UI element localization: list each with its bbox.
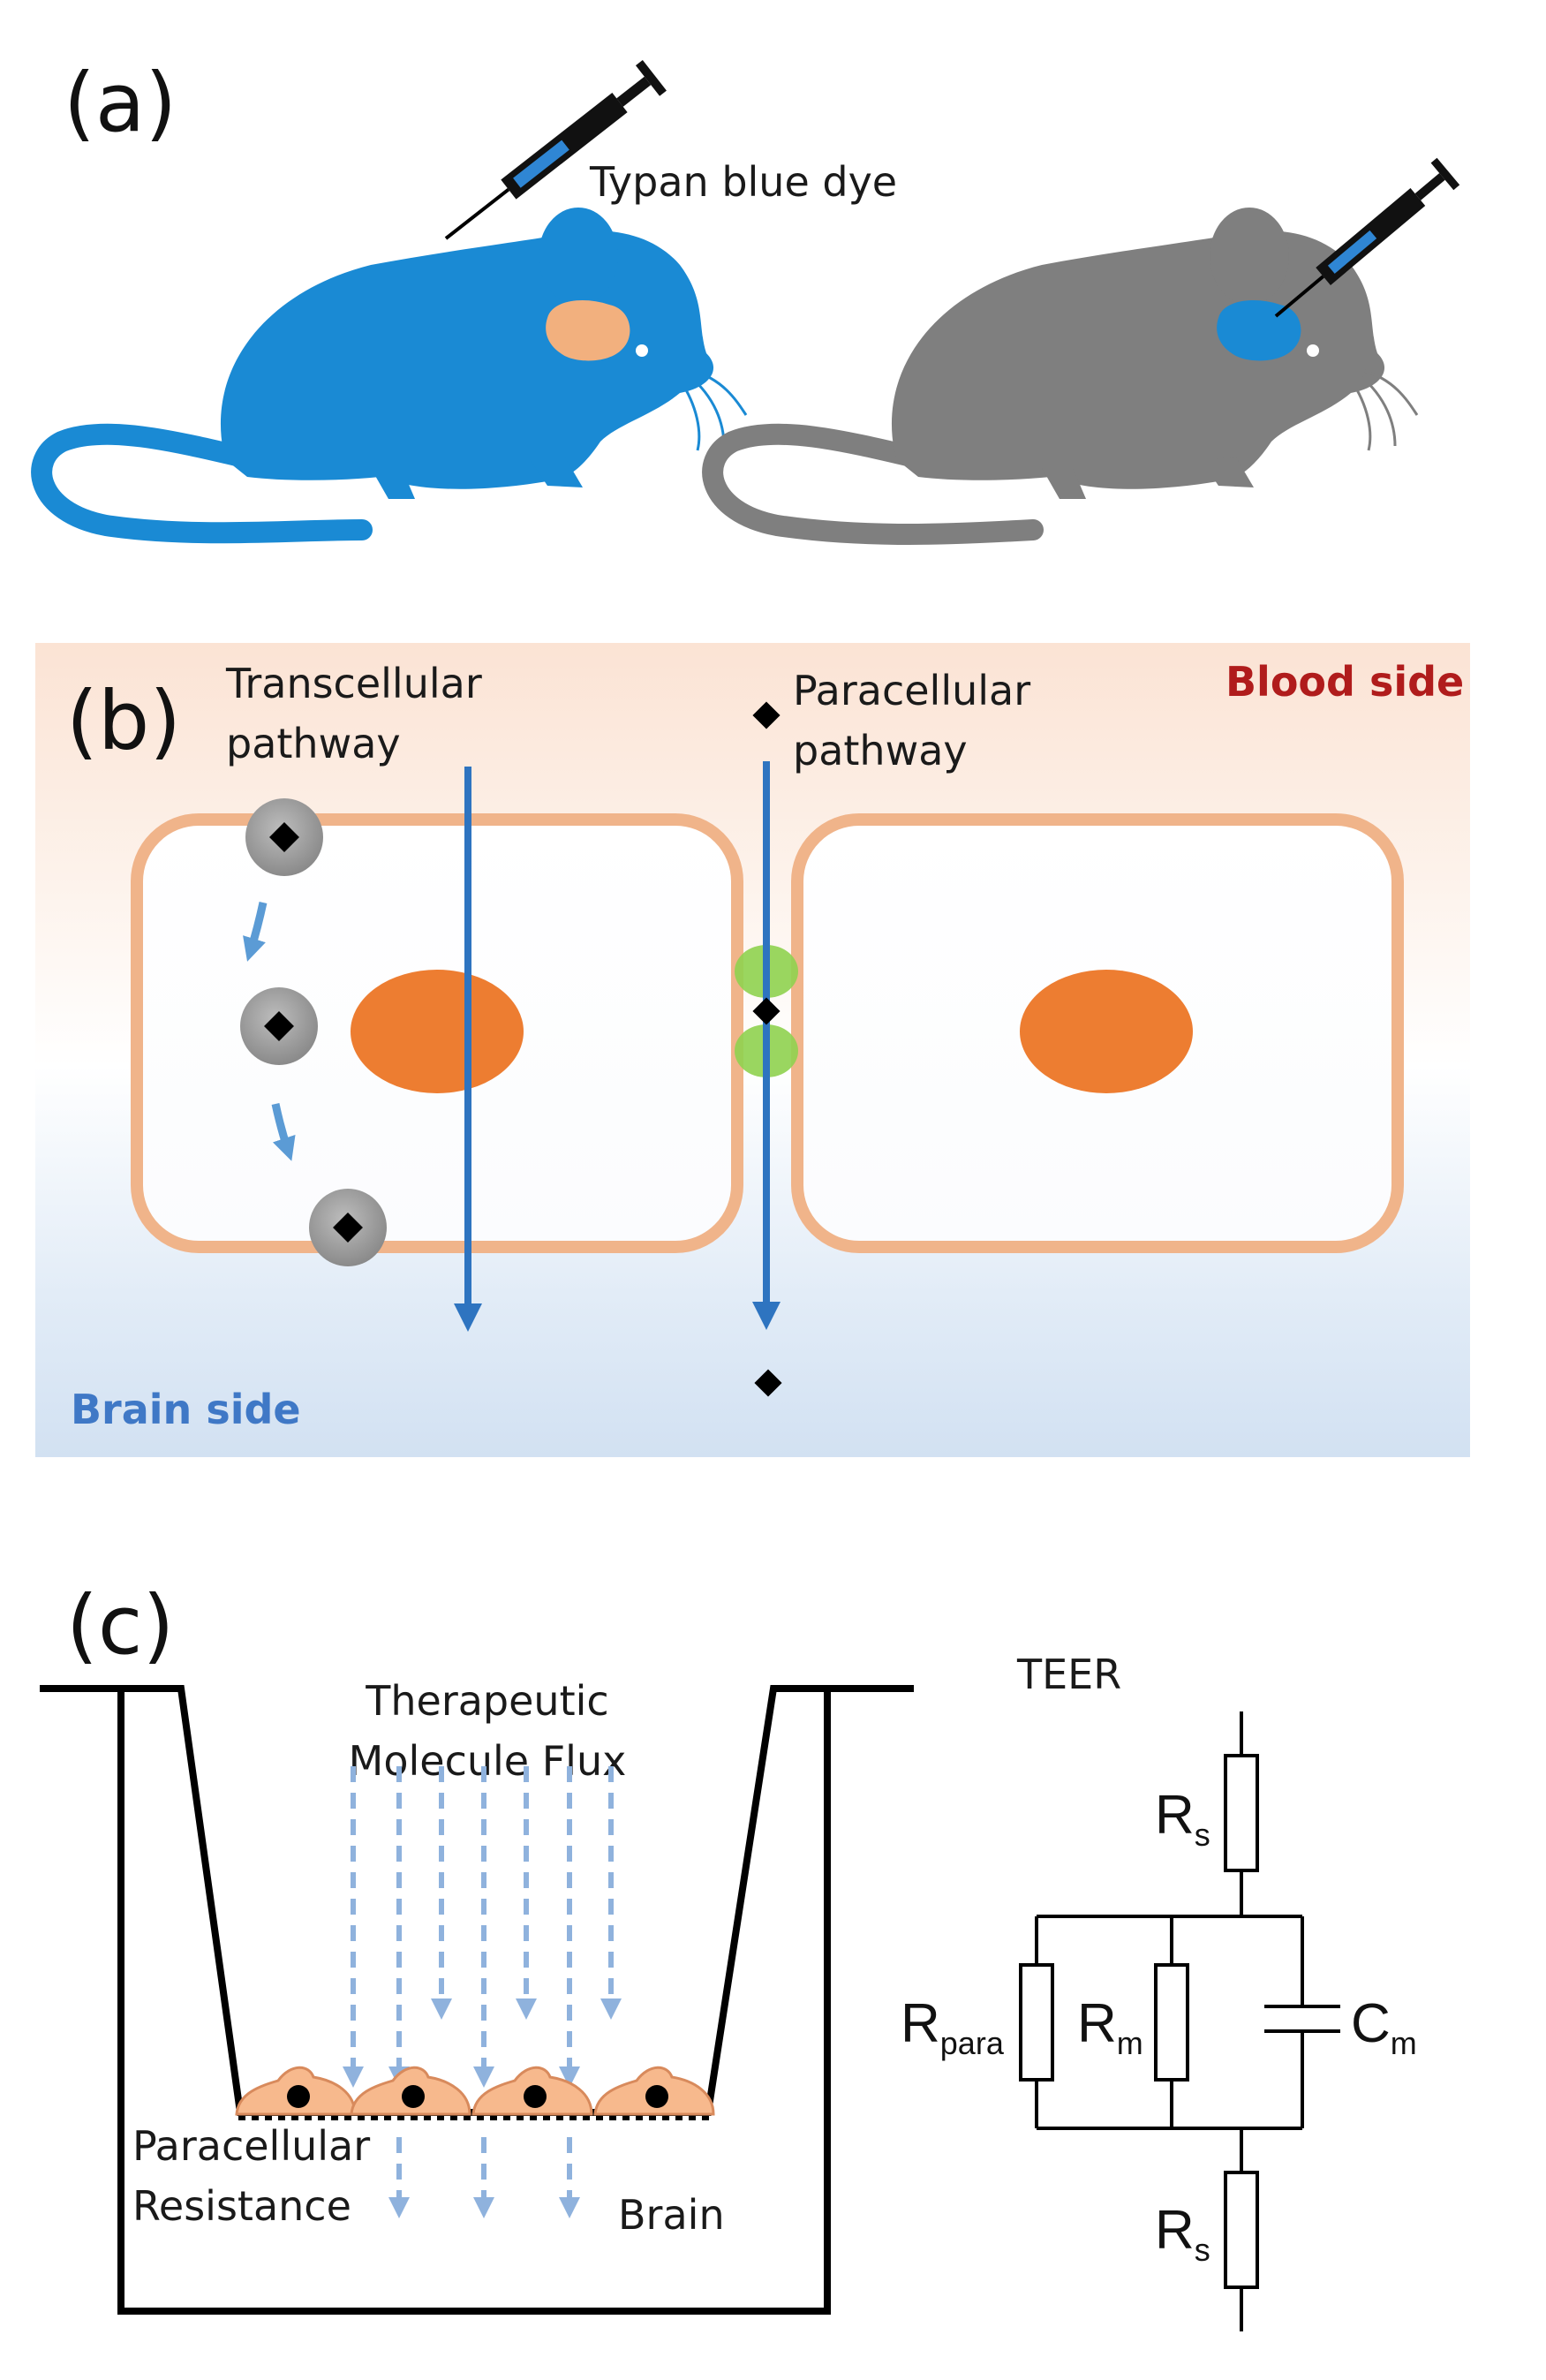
stained-mouse-legs <box>371 457 583 499</box>
nucleus-left <box>351 970 524 1093</box>
stained-mouse <box>31 208 748 544</box>
syringe-icon <box>444 59 667 240</box>
normal-mouse-legs <box>1042 457 1254 499</box>
flux-label-line1: Therapeutic <box>365 1677 608 1725</box>
rm-label: Rm <box>1077 1993 1143 2061</box>
transwell-well <box>117 1689 831 2315</box>
transcellular-label-line2: pathway <box>226 720 401 767</box>
stained-mouse-ear <box>539 208 618 305</box>
panel-c: (c) Therapeutic Molecule Flux <box>40 1578 1417 2331</box>
vesicle-arrow-icon <box>243 902 268 962</box>
vesicle-middle <box>240 987 318 1065</box>
resistance-label-line1: Paracellular <box>132 2122 370 2170</box>
flux-label-line2: Molecule Flux <box>349 1737 627 1785</box>
stained-brain-icon <box>1217 300 1301 361</box>
vesicle-bottom <box>309 1189 387 1266</box>
unstained-brain-icon <box>546 300 630 361</box>
paracellular-label-line2: pathway <box>793 727 968 774</box>
rs-bottom-label: Rs <box>1155 2200 1210 2268</box>
resistor-rs-bottom <box>1224 2171 1259 2289</box>
normal-mouse-whiskers <box>1349 369 1419 451</box>
normal-mouse-ear <box>1210 208 1289 305</box>
dye-label: Typan blue dye <box>589 158 897 206</box>
monolayer-cell <box>471 2066 593 2116</box>
panel-a: (a) Typan blue dye <box>31 56 1460 545</box>
blood-side-label: Blood side <box>1225 658 1464 706</box>
normal-mouse <box>702 208 1419 545</box>
normal-mouse-eye <box>1307 344 1319 357</box>
nucleus-right <box>1020 970 1193 1093</box>
cell-monolayer <box>235 2066 715 2116</box>
teer-title: TEER <box>1016 1651 1121 1698</box>
brain-side-label: Brain side <box>71 1386 301 1433</box>
panel-a-label: (a) <box>64 56 177 150</box>
monolayer-cell <box>235 2066 357 2116</box>
monolayer-cell <box>593 2066 715 2116</box>
stained-mouse-body <box>220 230 714 489</box>
resistance-label-line2: Resistance <box>132 2182 351 2230</box>
vesicle-top <box>245 798 323 876</box>
syringe-icon <box>1274 157 1460 318</box>
brain-label: Brain <box>618 2191 725 2239</box>
panel-b-label: (b) <box>66 674 181 768</box>
flux-arrows <box>343 1766 622 2218</box>
stained-mouse-tail <box>31 423 373 544</box>
resistor-rpara <box>1019 1963 1054 2082</box>
normal-mouse-body <box>891 230 1385 489</box>
cm-label: Cm <box>1351 1993 1417 2061</box>
stained-mouse-eye <box>636 344 648 357</box>
transcellular-label-line1: Transcellular <box>225 660 482 707</box>
panel-b: (b) Transcellular pathway Paracellular p… <box>35 643 1470 1457</box>
rs-top-label: Rs <box>1155 1785 1210 1853</box>
vesicle-arrow-icon <box>271 1103 296 1161</box>
paracellular-label-line1: Paracellular <box>793 667 1030 714</box>
rpara-label: Rpara <box>901 1993 1005 2061</box>
monolayer-cell <box>350 2066 471 2116</box>
resistor-rm <box>1154 1963 1189 2082</box>
teer-circuit <box>1019 1711 1340 2331</box>
normal-mouse-tail <box>702 423 1044 545</box>
panel-c-label: (c) <box>66 1578 174 1673</box>
resistor-rs-top <box>1224 1754 1259 1872</box>
